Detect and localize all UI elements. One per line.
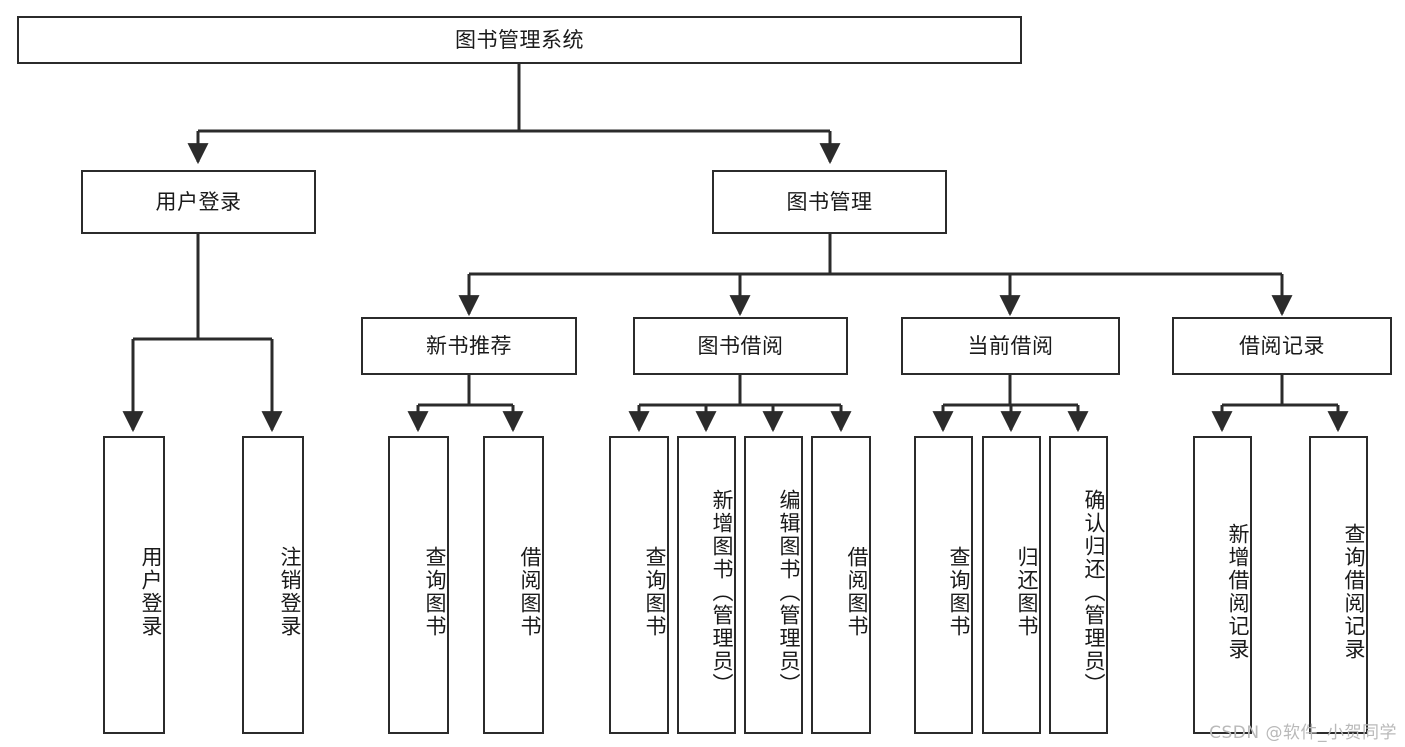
node-book-manage[interactable]: 图书管理 bbox=[712, 170, 947, 234]
node-book-borrow[interactable]: 图书借阅 bbox=[633, 317, 848, 375]
leaf-query-record-label: 查询借阅记录 bbox=[1342, 523, 1366, 661]
leaf-add-record-label: 新增借阅记录 bbox=[1226, 523, 1250, 661]
leaf-query-book-c[interactable]: 查询图书 bbox=[914, 436, 973, 734]
node-current-borrow[interactable]: 当前借阅 bbox=[901, 317, 1120, 375]
node-user-login-label: 用户登录 bbox=[155, 189, 242, 214]
leaf-logout[interactable]: 注销登录 bbox=[242, 436, 304, 734]
node-borrow-record[interactable]: 借阅记录 bbox=[1172, 317, 1392, 375]
leaf-add-record[interactable]: 新增借阅记录 bbox=[1193, 436, 1252, 734]
node-root-label: 图书管理系统 bbox=[455, 27, 584, 52]
leaf-query-book-c-label: 查询图书 bbox=[947, 546, 971, 638]
leaf-borrow-book-b[interactable]: 借阅图书 bbox=[811, 436, 871, 734]
leaf-user-login-label: 用户登录 bbox=[139, 546, 163, 638]
leaf-edit-book-label: 编辑图书（管理员） bbox=[777, 488, 801, 696]
node-user-login[interactable]: 用户登录 bbox=[81, 170, 316, 234]
node-root[interactable]: 图书管理系统 bbox=[17, 16, 1022, 64]
leaf-borrow-book-a[interactable]: 借阅图书 bbox=[483, 436, 544, 734]
node-borrow-record-label: 借阅记录 bbox=[1239, 333, 1325, 358]
leaf-add-book[interactable]: 新增图书（管理员） bbox=[677, 436, 736, 734]
leaf-query-book-a-label: 查询图书 bbox=[423, 546, 447, 638]
leaf-query-book-b-label: 查询图书 bbox=[643, 546, 667, 638]
leaf-confirm-return[interactable]: 确认归还（管理员） bbox=[1049, 436, 1108, 734]
leaf-edit-book[interactable]: 编辑图书（管理员） bbox=[744, 436, 803, 734]
node-new-book-rec[interactable]: 新书推荐 bbox=[361, 317, 577, 375]
leaf-query-book-a[interactable]: 查询图书 bbox=[388, 436, 449, 734]
node-book-borrow-label: 图书借阅 bbox=[697, 333, 784, 358]
node-book-manage-label: 图书管理 bbox=[786, 189, 873, 214]
leaf-return-book[interactable]: 归还图书 bbox=[982, 436, 1041, 734]
leaf-return-book-label: 归还图书 bbox=[1015, 546, 1039, 638]
leaf-logout-label: 注销登录 bbox=[278, 546, 302, 638]
leaf-borrow-book-b-label: 借阅图书 bbox=[845, 546, 869, 638]
node-current-borrow-label: 当前借阅 bbox=[967, 333, 1054, 358]
leaf-user-login[interactable]: 用户登录 bbox=[103, 436, 165, 734]
leaf-borrow-book-a-label: 借阅图书 bbox=[518, 546, 542, 638]
node-new-book-rec-label: 新书推荐 bbox=[426, 333, 512, 358]
leaf-query-record[interactable]: 查询借阅记录 bbox=[1309, 436, 1368, 734]
leaf-add-book-label: 新增图书（管理员） bbox=[710, 488, 734, 696]
leaf-query-book-b[interactable]: 查询图书 bbox=[609, 436, 669, 734]
leaf-confirm-return-label: 确认归还（管理员） bbox=[1082, 488, 1106, 696]
